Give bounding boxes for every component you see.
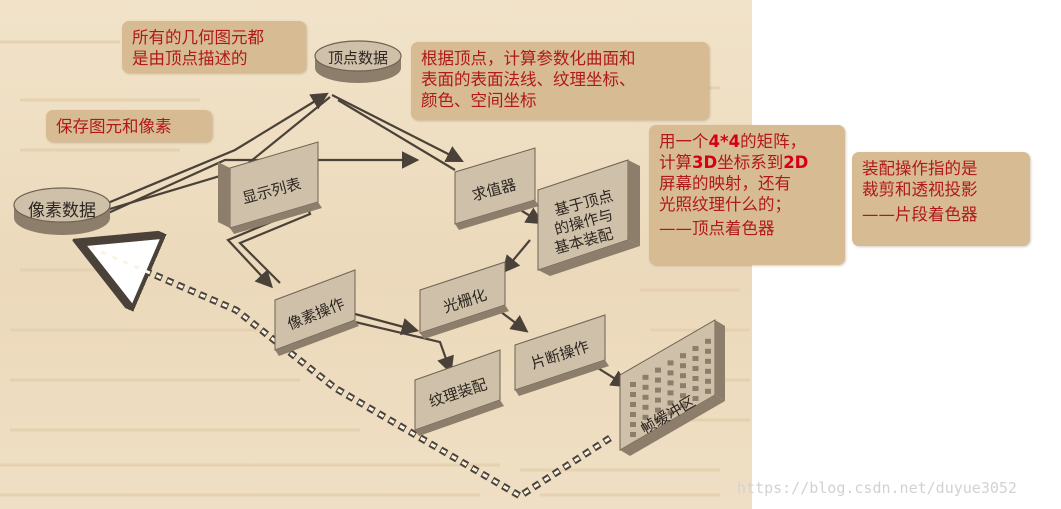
framebuffer-pixel (630, 402, 636, 407)
framebuffer-pixels (630, 338, 711, 437)
framebuffer-pixel (630, 412, 636, 417)
framebuffer-pixel (692, 366, 699, 371)
framebuffer-pixel (680, 393, 686, 399)
pixel-ops-block: 像素操作 (274, 269, 359, 356)
callout-store: 保存图元和像素 (46, 110, 212, 142)
vertex-data-disk: 顶点数据 (314, 40, 402, 83)
framebuffer-pixel (680, 383, 686, 389)
framebuffer-pixel (680, 353, 686, 359)
framebuffer-pixel (667, 400, 674, 406)
framebuffer-grid: 帧缓冲区 (619, 319, 725, 456)
callout-geometry: 所有的几何图元都 是由顶点描述的 (122, 21, 306, 73)
framebuffer-pixel (642, 394, 649, 400)
framebuffer-pixel (667, 410, 674, 416)
callout-geometry-line-1: 所有的几何图元都 (132, 28, 264, 47)
background-scan-texture (0, 40, 750, 497)
callout-evaluator-line-3: 颜色、空间坐标 (421, 91, 537, 110)
fragment-ops-block: 片断操作 (514, 314, 609, 396)
framebuffer-pixel (705, 388, 711, 394)
watermark-url: https://blog.csdn.net/duyue3052 (737, 479, 1017, 497)
framebuffer-pixel (655, 407, 661, 413)
framebuffer-pixel (705, 348, 711, 354)
callout-matrix: 用一个4*4的矩阵， 计算3D坐标系到2D 屏幕的映射，还有 光照纹理什么的； … (649, 125, 845, 265)
framebuffer-pixel (667, 370, 674, 376)
framebuffer-pixel (630, 432, 636, 437)
callout-matrix-line-5: ——顶点着色器 (659, 219, 775, 238)
texture-assembly-block: 纹理装配 (414, 349, 504, 436)
rasterization-block: 光栅化 (419, 261, 509, 339)
callout-geometry-line-2: 是由顶点描述的 (132, 49, 248, 68)
callout-assembly: 装配操作指的是 裁剪和透视投影 ——片段着色器 (852, 152, 1030, 246)
framebuffer-pixel (642, 414, 649, 420)
framebuffer-pixel (692, 346, 699, 351)
framebuffer-pixel (642, 404, 649, 410)
callout-assembly-line-1: 装配操作指的是 (862, 159, 978, 178)
callout-assembly-line-3: ——片段着色器 (862, 205, 978, 224)
per-vertex-ops-block: 基于顶点 的操作与 基本装配 (537, 159, 640, 276)
framebuffer-pixel (692, 376, 699, 381)
framebuffer-pixel (655, 417, 661, 423)
callout-matrix-line-2: 计算3D坐标系到2D (659, 153, 809, 172)
framebuffer-pixel (655, 387, 661, 393)
framebuffer-pixel (667, 380, 674, 386)
framebuffer-pixel (630, 392, 636, 397)
framebuffer-pixel (667, 390, 674, 396)
callout-matrix-line-3: 屏幕的映射，还有 (659, 174, 791, 193)
framebuffer-pixel (642, 374, 649, 380)
framebuffer-pixel (692, 356, 699, 361)
vertex-data-label: 顶点数据 (328, 49, 388, 67)
framebuffer-pixel (692, 396, 699, 401)
framebuffer-pixel (630, 382, 636, 387)
framebuffer-pixel (655, 397, 661, 403)
pixel-data-label: 像素数据 (28, 201, 96, 221)
evaluator-block: 求值器 (454, 147, 539, 230)
framebuffer-pixel (680, 403, 686, 409)
callout-matrix-line-1: 用一个4*4的矩阵， (659, 132, 807, 151)
callout-store-line-1: 保存图元和像素 (56, 117, 172, 136)
framebuffer-pixel (705, 338, 711, 344)
callout-evaluator-line-2: 表面的表面法线、纹理坐标、 (421, 70, 636, 89)
framebuffer-pixel (655, 377, 661, 383)
callout-evaluator: 根据顶点，计算参数化曲面和 表面的表面法线、纹理坐标、 颜色、空间坐标 (411, 42, 709, 120)
callout-matrix-line-4: 光照纹理什么的； (659, 195, 791, 214)
framebuffer-pixel (692, 386, 699, 391)
framebuffer-pixel (667, 360, 674, 366)
framebuffer-pixel (655, 367, 661, 373)
framebuffer-pixel (705, 358, 711, 364)
framebuffer-pixel (642, 384, 649, 390)
framebuffer-pixel (680, 373, 686, 379)
framebuffer-pixel (705, 378, 711, 384)
display-list-block: 显示列表 (218, 141, 322, 234)
framebuffer-pixel (705, 368, 711, 374)
framebuffer-pixel (630, 422, 636, 427)
callout-assembly-line-2: 裁剪和透视投影 (862, 180, 978, 199)
framebuffer-pixel (680, 363, 686, 369)
pixel-data-disk: 像素数据 (13, 187, 111, 235)
callout-evaluator-line-1: 根据顶点，计算参数化曲面和 (421, 49, 636, 68)
framebuffer-pixel (642, 424, 649, 430)
